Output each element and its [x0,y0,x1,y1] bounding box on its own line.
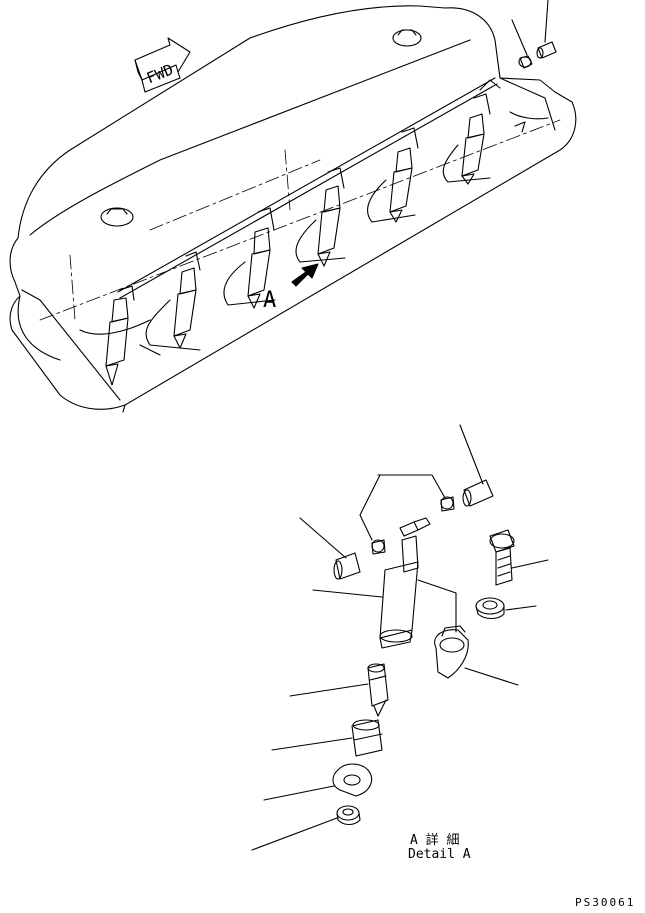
top-right-parts [511,0,557,69]
fwd-label: FWD [144,60,176,87]
fwd-arrow [134,37,191,93]
drawing-code: PS30061 [575,896,636,909]
detail-caption-jp: A 詳 細 [410,833,460,848]
detail-a-parts [251,424,549,851]
injector-row [79,93,549,386]
view-marker-a: A [263,288,276,313]
view-arrow-a [291,263,319,287]
head-cover [9,5,577,413]
detail-caption-en: Detail A [408,847,471,862]
fuel-spill-tube [117,77,501,299]
